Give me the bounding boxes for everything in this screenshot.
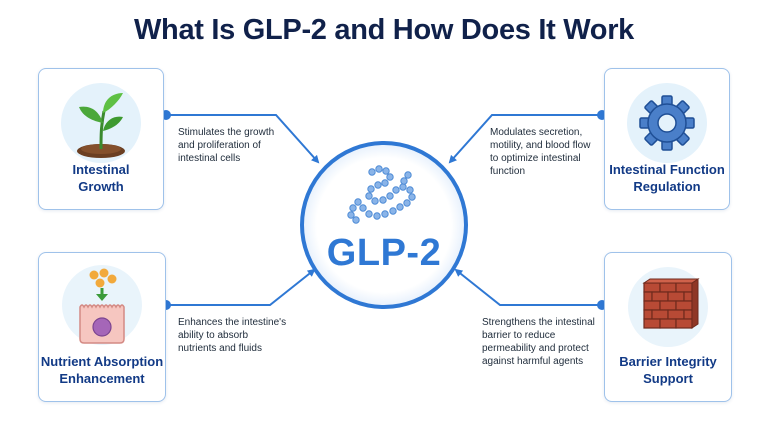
card-label: Intestinal Growth xyxy=(72,162,130,194)
connector-barrier xyxy=(454,268,607,310)
description-barrier: Strengthens the intestinal barrier to re… xyxy=(482,317,595,367)
card-barrier-integrity: Barrier Integrity Support xyxy=(604,252,732,402)
description-absorption: Enhances the intestine's ability to abso… xyxy=(178,317,287,354)
brick-wall-icon xyxy=(626,265,710,349)
connector-absorption xyxy=(161,268,316,310)
card-label: Barrier Integrity Support xyxy=(619,354,717,386)
sprout-icon xyxy=(59,81,143,165)
card-intestinal-growth: Intestinal Growth xyxy=(38,68,164,210)
card-intestinal-function: Intestinal Function Regulation xyxy=(604,68,730,210)
description-growth: Stimulates the growth and proliferation … xyxy=(178,127,275,164)
intestinal-cell-icon xyxy=(60,261,144,345)
description-function: Modulates secretion, motility, and blood… xyxy=(490,127,591,177)
card-label: Intestinal Function Regulation xyxy=(609,162,725,194)
center-hub xyxy=(300,141,468,309)
card-nutrient-absorption: Nutrient Absorption Enhancement xyxy=(38,252,166,402)
page-title: What Is GLP-2 and How Does It Work xyxy=(133,14,635,46)
center-label: GLP-2 xyxy=(326,232,442,274)
card-label: Nutrient Absorption Enhancement xyxy=(40,354,164,386)
peptide-chain-icon xyxy=(347,165,416,224)
gear-icon xyxy=(625,81,709,165)
